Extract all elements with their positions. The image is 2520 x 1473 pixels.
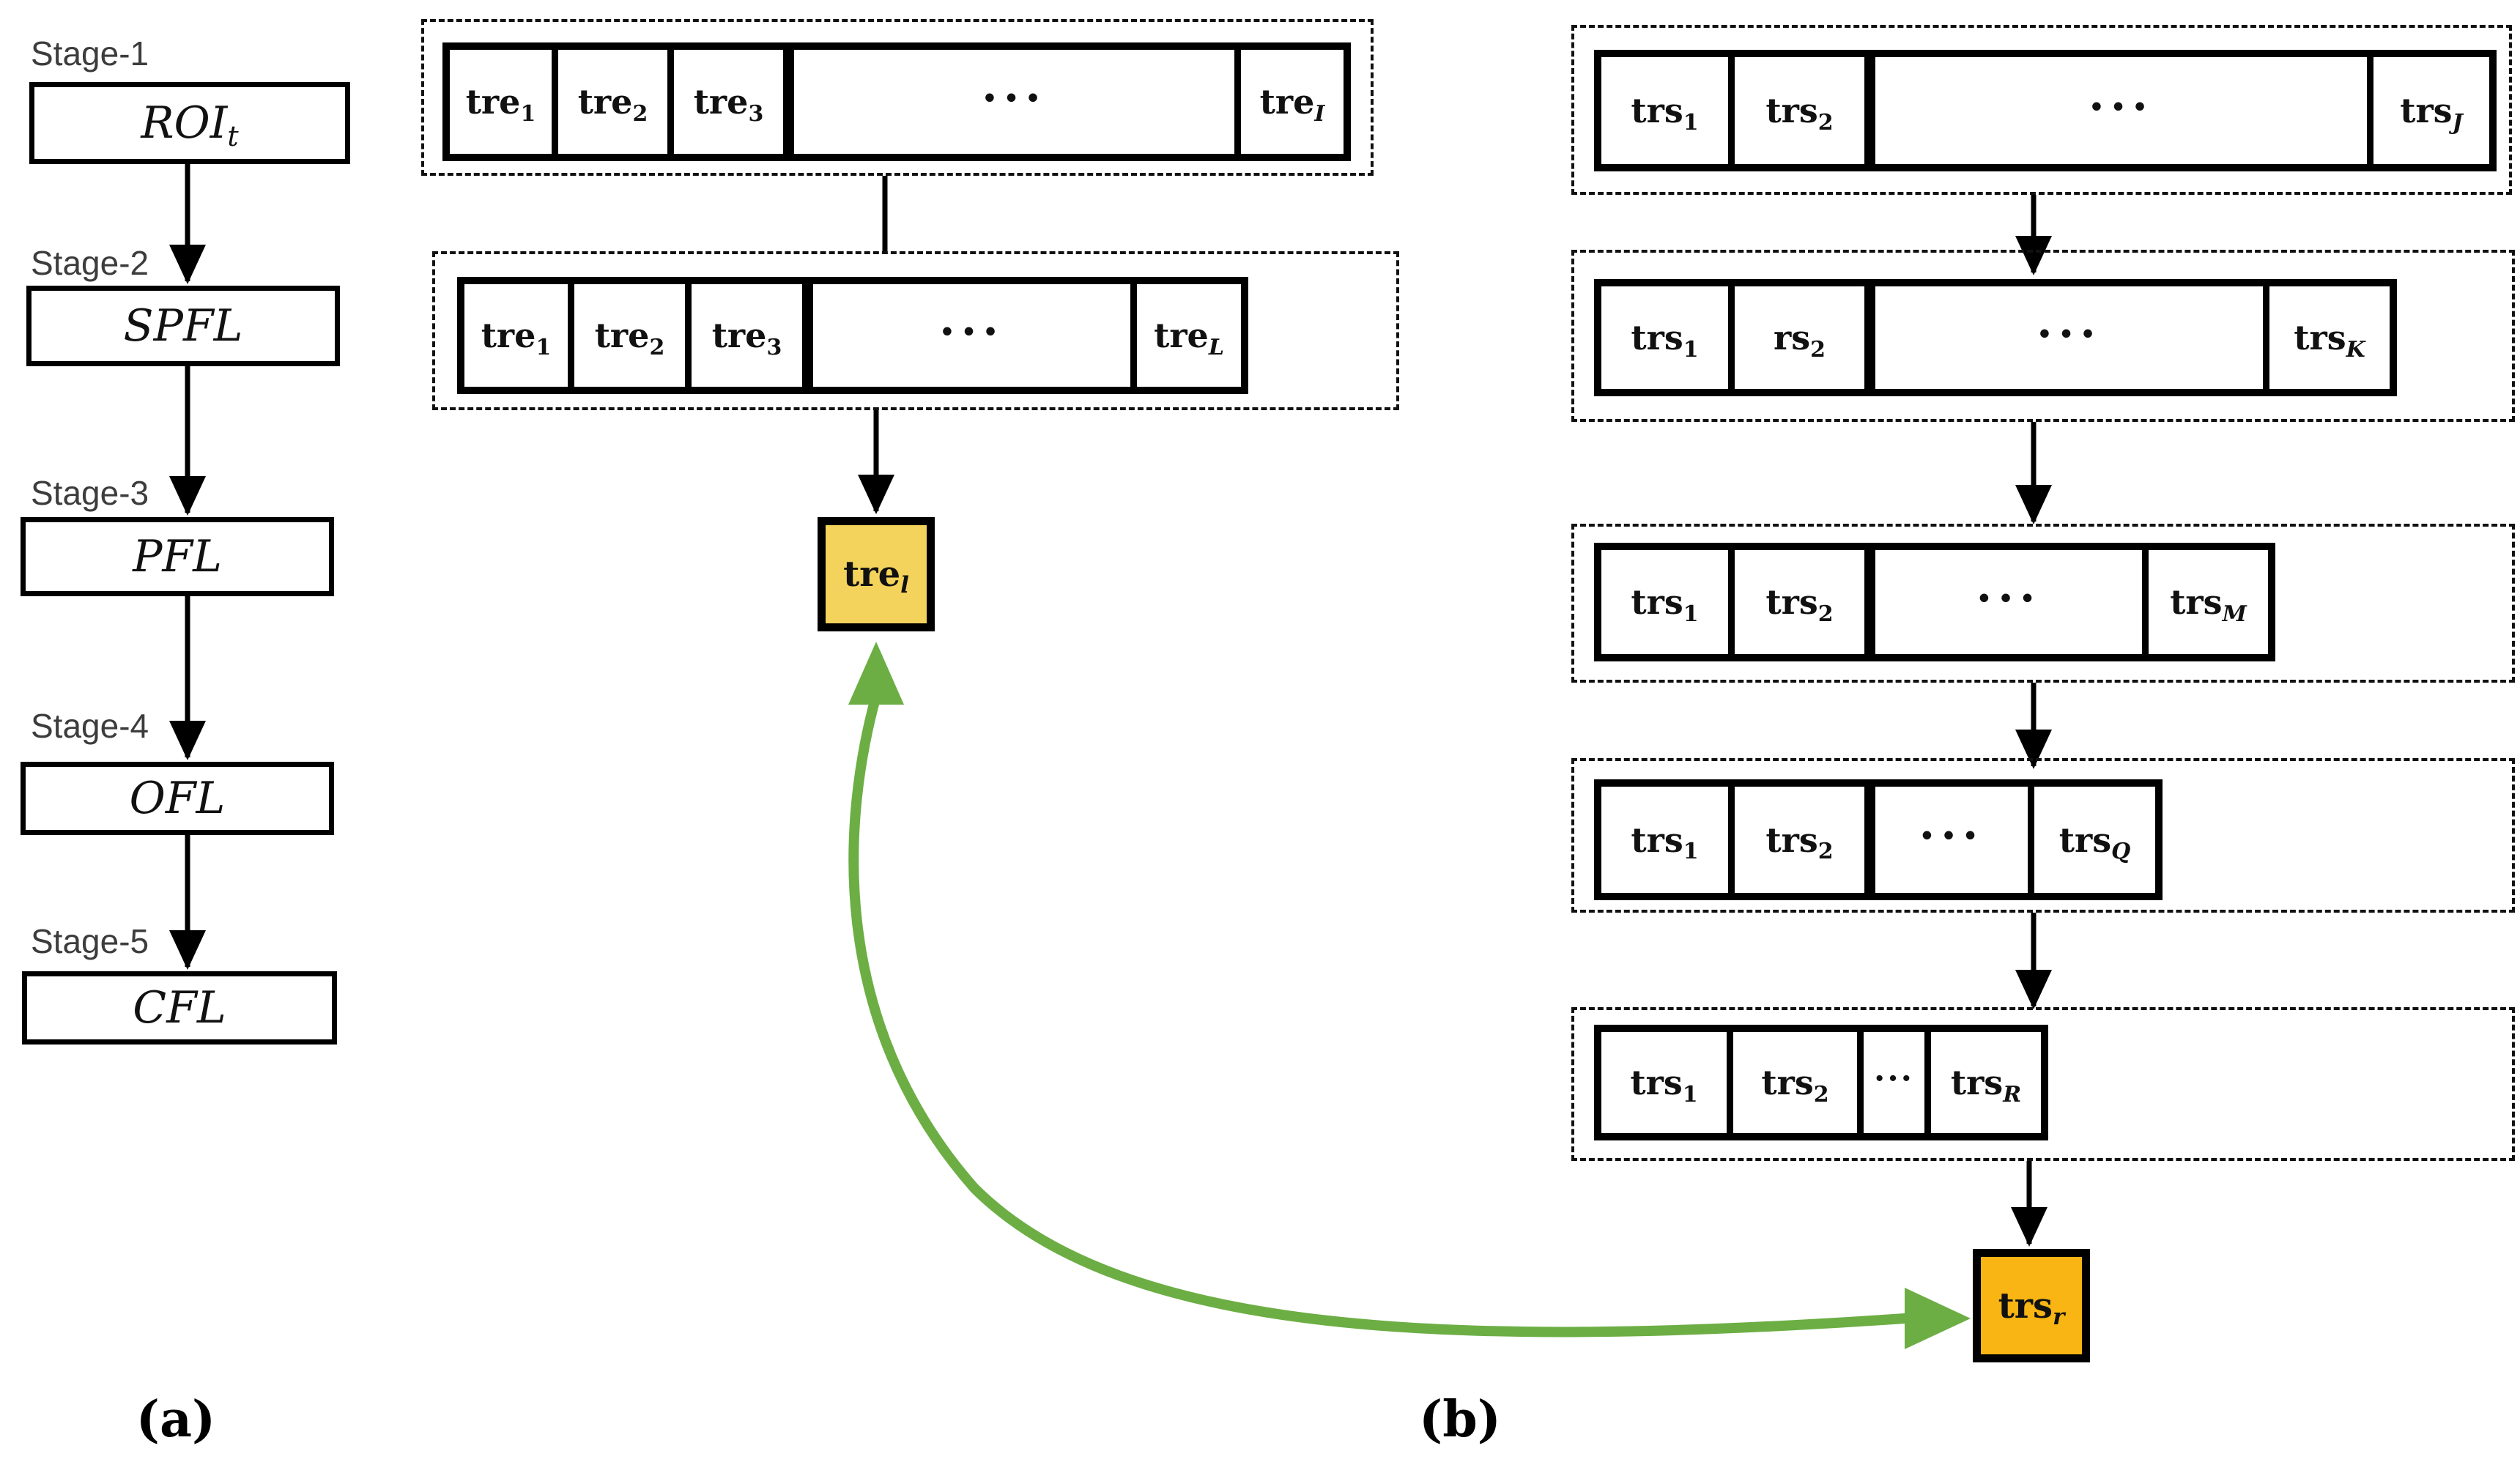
tre-container-1 [421,19,1374,176]
ellipsis-cell: ··· [1864,1032,1931,1133]
stage-5-label: Stage-5 [31,922,149,960]
ellipsis-cell: ··· [1871,787,2034,893]
tre-result-label: tre [843,554,901,595]
green-arrowhead-up-icon [848,642,904,705]
stage-5-box: CFL [22,971,337,1045]
stage-1-label: Stage-1 [31,34,149,73]
trs-container-3 [1571,524,2515,683]
stage-4-box: OFL [21,762,334,835]
stage-2-label: Stage-2 [31,244,149,282]
green-arrowhead-right-icon [1905,1288,1971,1349]
trs-result-label: trs [1998,1285,2053,1327]
ellipsis-cell: ··· [1871,57,2373,164]
stage-3-label: Stage-3 [31,474,149,512]
trs-container-5 [1571,1007,2515,1161]
trs-container-1 [1571,25,2512,195]
stage-3-box: PFL [21,517,334,596]
ellipsis-cell: ··· [1871,286,2269,389]
panel-b-label: (b) [1419,1390,1501,1449]
tre-container-2 [432,251,1399,410]
stage-2-box-label: SPFL [123,300,243,352]
stage-2-box: SPFL [26,286,340,366]
ellipsis-cell: ··· [1871,550,2149,654]
stage-3-box-label: PFL [133,531,222,582]
stage-5-box-label: CFL [133,982,226,1034]
trs-container-2 [1571,250,2515,422]
stage-4-label: Stage-4 [31,707,149,745]
green-curve-trel-trsr [848,691,1910,1337]
stage-4-box-label: OFL [129,773,226,824]
trs-container-4 [1571,758,2515,913]
panel-a-label: (a) [136,1390,216,1449]
stage-1-box-label: ROI [141,97,228,149]
ellipsis-cell: ··· [809,284,1137,387]
ellipsis-cell: ··· [790,50,1241,154]
